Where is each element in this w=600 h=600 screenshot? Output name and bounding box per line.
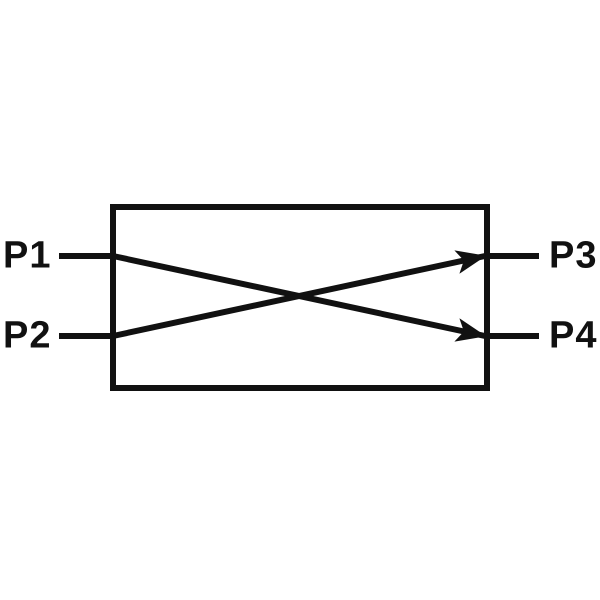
port-label-p1: P1 (3, 234, 52, 277)
port-label-p3: P3 (549, 234, 598, 277)
port-label-p2: P2 (3, 314, 52, 357)
port-label-p4: P4 (549, 314, 598, 357)
device-box (110, 204, 490, 391)
signal-path-P2-P3 (112, 250, 487, 339)
